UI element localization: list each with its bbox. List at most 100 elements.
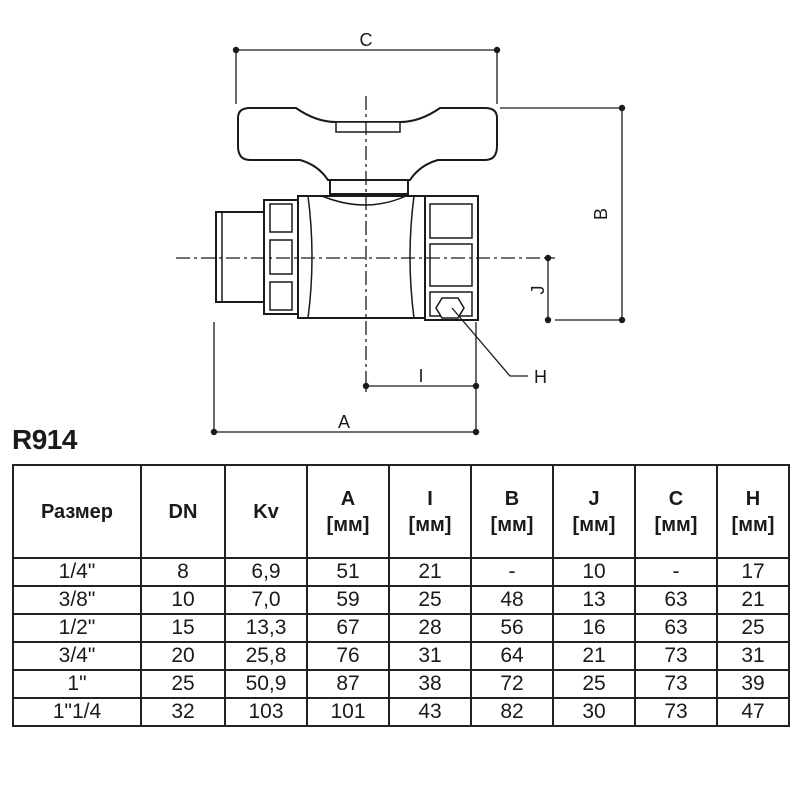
column-header: J [мм] [552,464,636,559]
table-cell: 72 [470,669,554,699]
label-b: B [591,208,611,220]
table-cell: 10 [140,585,226,615]
label-i: I [418,366,423,386]
column-header: C [мм] [634,464,718,559]
butterfly-handle [237,107,498,181]
column-header: I [мм] [388,464,472,559]
table-cell: 76 [306,641,390,671]
male-thread-end [215,211,265,303]
table-cell: 1"1/4 [12,697,142,727]
table-cell: 1" [12,669,142,699]
table-cell: 28 [388,613,472,643]
table-cell: 1/2" [12,613,142,643]
column-header: B [мм] [470,464,554,559]
table-cell: 73 [634,697,718,727]
table-cell: 16 [552,613,636,643]
table-cell: 59 [306,585,390,615]
table-cell: 50,9 [224,669,308,699]
column-header-unit: [мм] [326,513,370,536]
union-nut [263,199,299,315]
h-leader-line [451,307,528,377]
column-header-label: B [504,487,520,510]
label-c: C [360,30,373,50]
table-cell: 56 [470,613,554,643]
table-cell: 87 [306,669,390,699]
column-header-label: Размер [40,500,114,523]
table-cell: 25 [716,613,790,643]
table-cell: 13,3 [224,613,308,643]
column-header-unit: [мм] [408,513,452,536]
dimensions-table: Размер DN Kv A [мм] I [мм] B [мм] J [мм] C [мм] H [мм]… [12,464,790,727]
model-title: R914 [12,424,77,455]
table-cell: 17 [716,557,790,587]
table-cell: 30 [552,697,636,727]
label-h: H [534,367,547,387]
table-cell: 21 [716,585,790,615]
table-cell: 51 [306,557,390,587]
table-cell: 8 [140,557,226,587]
table-cell: - [634,557,718,587]
column-header: H [мм] [716,464,790,559]
table-cell: 25 [140,669,226,699]
column-header-label: Kv [253,500,279,523]
table-cell: 47 [716,697,790,727]
table-cell: 32 [140,697,226,727]
table-cell: 31 [716,641,790,671]
table-cell: 67 [306,613,390,643]
table-cell: 7,0 [224,585,308,615]
column-header: A [мм] [306,464,390,559]
table-cell: 20 [140,641,226,671]
table-cell: 25 [552,669,636,699]
column-header-label: C [668,487,684,510]
column-header: Kv [224,464,308,559]
table-cell: 73 [634,669,718,699]
column-header: Размер [12,464,142,559]
table-cell: 25,8 [224,641,308,671]
column-header-label: A [340,487,356,510]
table-cell: 63 [634,613,718,643]
table-cell: 73 [634,641,718,671]
table-cell: 101 [306,697,390,727]
table-cell: 21 [388,557,472,587]
valve-technical-drawing: C B J H I A [176,30,626,436]
table-cell: 10 [552,557,636,587]
table-cell: 3/8" [12,585,142,615]
column-header-label: H [745,487,761,510]
table-cell: 82 [470,697,554,727]
column-header-label: J [588,487,600,510]
column-header: DN [140,464,226,559]
column-header-unit: [мм] [490,513,534,536]
table-cell: 13 [552,585,636,615]
valve-stem [329,179,409,195]
hex-socket [435,297,465,319]
table-cell: 25 [388,585,472,615]
column-header-label: I [427,487,433,510]
table-cell: 43 [388,697,472,727]
table-cell: 21 [552,641,636,671]
table-cell: 103 [224,697,308,727]
table-cell: 6,9 [224,557,308,587]
table-cell: 64 [470,641,554,671]
table-cell: 15 [140,613,226,643]
table-cell: 39 [716,669,790,699]
table-cell: 38 [388,669,472,699]
column-header-unit: [мм] [731,513,775,536]
table-cell: 63 [634,585,718,615]
label-j: J [528,286,548,295]
column-header-label: DN [168,500,198,523]
table-cell: 1/4" [12,557,142,587]
table-cell: 3/4" [12,641,142,671]
column-header-unit: [мм] [654,513,698,536]
label-a: A [338,412,350,432]
valve-body [297,195,426,319]
table-cell: 48 [470,585,554,615]
table-header-row: Размер DN Kv A [мм] I [мм] B [мм] J [мм] C [мм] H [мм] [12,464,790,559]
table-cell: - [470,557,554,587]
column-header-unit: [мм] [572,513,616,536]
